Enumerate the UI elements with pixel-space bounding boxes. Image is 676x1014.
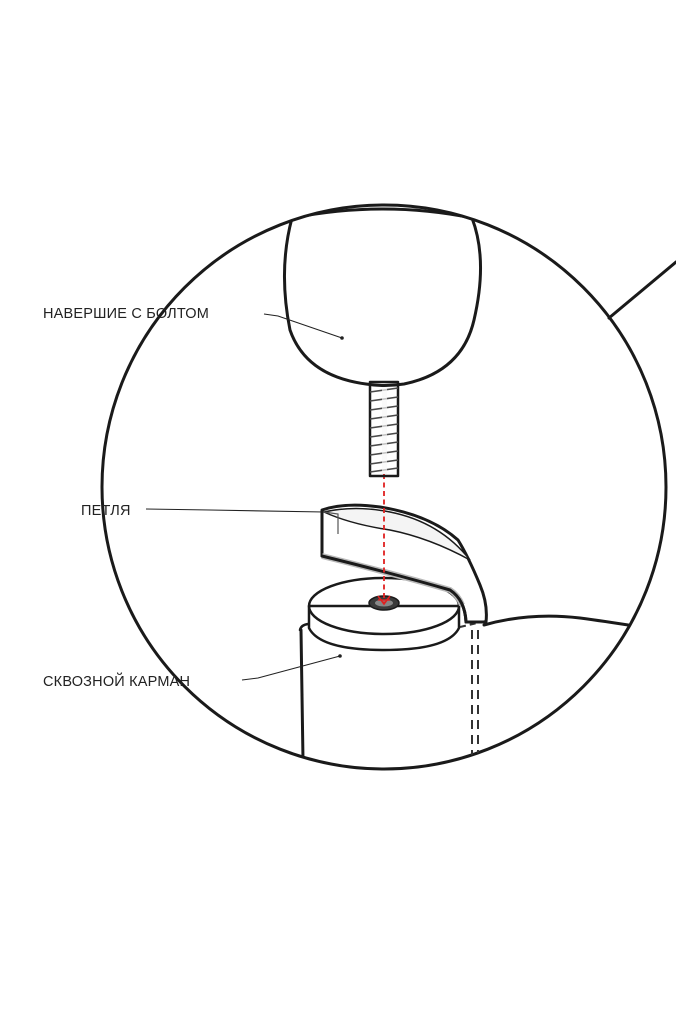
label-finial: НАВЕРШИЕ С БОЛТОМ <box>43 306 209 322</box>
leader-lines <box>145 313 344 681</box>
magnifier-circle <box>100 203 676 771</box>
bolt-part <box>368 380 400 478</box>
finial-part <box>282 207 483 387</box>
loop-part <box>320 503 488 624</box>
pocket-part <box>298 614 662 762</box>
label-loop: ПЕТЛЯ <box>81 503 131 519</box>
label-pocket: СКВОЗНОЙ КАРМАН <box>43 672 190 690</box>
